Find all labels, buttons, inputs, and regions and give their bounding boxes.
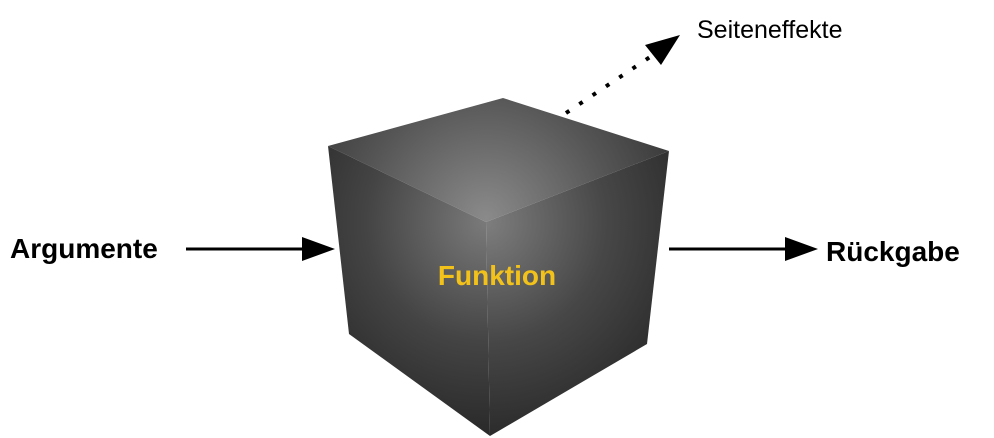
side-effects-arrowhead	[645, 35, 680, 65]
side-effects-label: Seiteneffekte	[697, 16, 842, 44]
side-effects-arrow	[564, 35, 680, 115]
output-arrowhead	[785, 237, 818, 261]
output-label: Rückgabe	[826, 236, 960, 267]
output-arrow	[669, 237, 818, 261]
input-arrowhead	[302, 237, 335, 261]
cube-right-face	[486, 151, 669, 436]
function-label: Funktion	[438, 260, 556, 291]
input-label: Argumente	[10, 233, 158, 264]
cube-left-face	[328, 146, 490, 436]
cube-top-face	[328, 98, 669, 222]
function-cube	[328, 98, 669, 436]
input-arrow	[186, 237, 335, 261]
